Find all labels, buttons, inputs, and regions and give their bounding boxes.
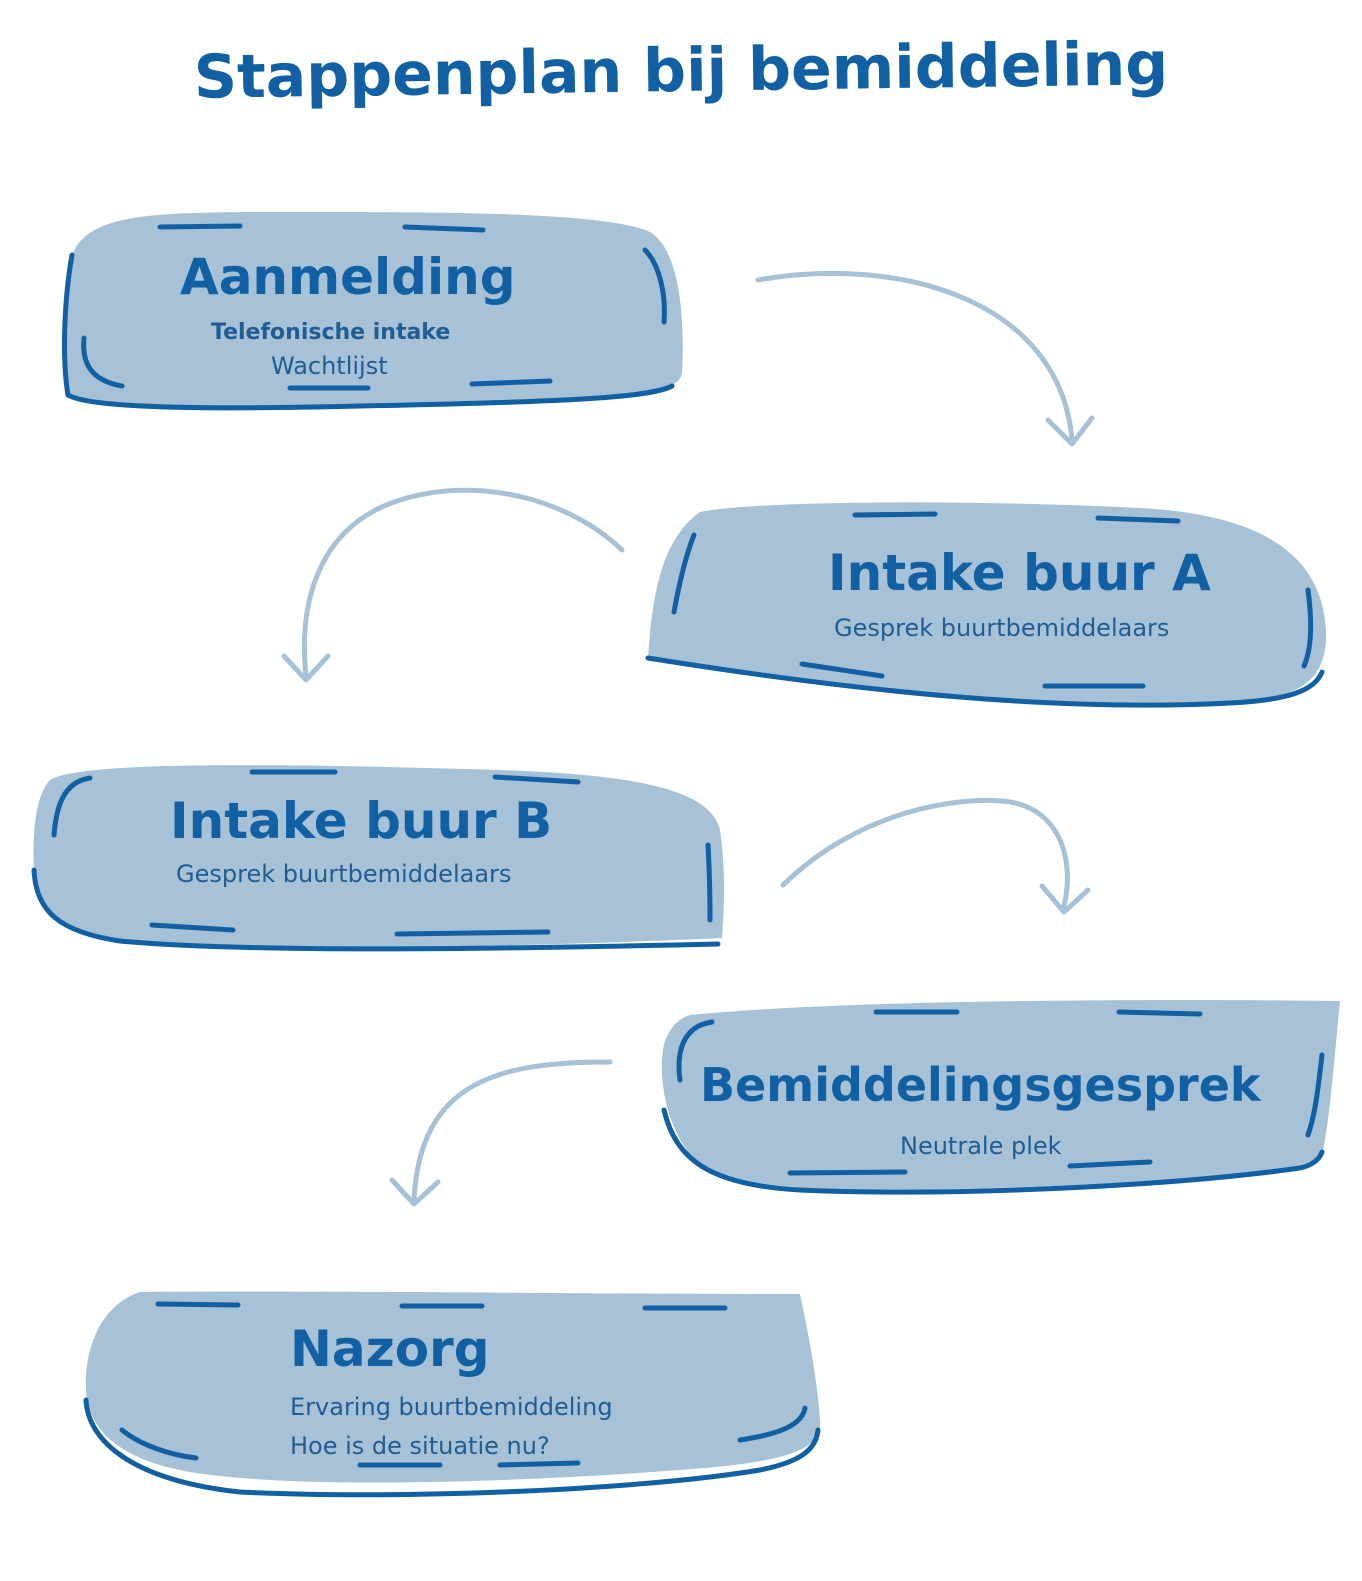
step-heading-nazorg: Nazorg: [290, 1320, 490, 1378]
step-heading-intake-buur-b: Intake buur B: [170, 792, 553, 850]
step-heading-bemiddelingsgesprek: Bemiddelingsgesprek: [700, 1058, 1261, 1112]
step-detail-situatie: Hoe is de situatie nu?: [290, 1432, 550, 1460]
step-box-nazorg: [83, 1291, 821, 1498]
step-detail-wachtlijst: Wachtlijst: [271, 352, 388, 380]
step-detail-gesprek-a: Gesprek buurtbemiddelaars: [834, 614, 1170, 642]
arrow-4: [389, 1059, 613, 1207]
step-box-intake-buur-a: [645, 502, 1327, 708]
step-box-bemiddelingsgesprek: [661, 1000, 1340, 1195]
step-box-intake-buur-b: [31, 765, 724, 952]
arrow-3: [780, 798, 1091, 915]
step-detail-gesprek-b: Gesprek buurtbemiddelaars: [176, 860, 512, 888]
step-box-aanmelding: [62, 211, 683, 411]
arrow-2: [281, 487, 625, 683]
step-heading-intake-buur-a: Intake buur A: [828, 544, 1211, 602]
step-heading-aanmelding: Aanmelding: [180, 248, 516, 306]
step-detail-neutrale-plek: Neutrale plek: [900, 1132, 1062, 1160]
step-detail-ervaring: Ervaring buurtbemiddeling: [290, 1393, 613, 1421]
arrow-1: [755, 270, 1095, 447]
step-detail-telefonische-intake: Telefonische intake: [211, 320, 451, 345]
